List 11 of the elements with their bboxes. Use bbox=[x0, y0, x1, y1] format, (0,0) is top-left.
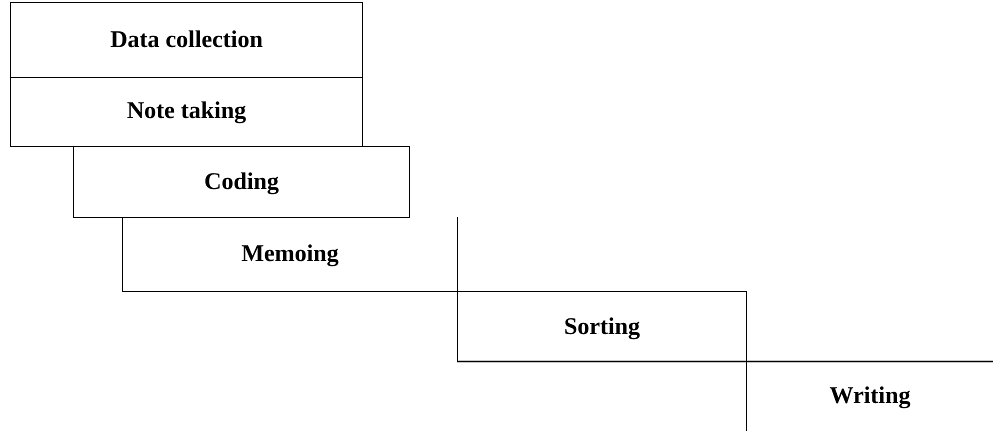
process-box bbox=[10, 76, 363, 147]
step-label: Sorting bbox=[564, 314, 640, 340]
step-label: Coding bbox=[204, 168, 279, 196]
process-box bbox=[457, 291, 747, 362]
step-label: Note taking bbox=[126, 98, 246, 124]
step-label: Memoing bbox=[241, 240, 339, 268]
step-label: Data collection bbox=[110, 26, 263, 54]
process-box bbox=[10, 2, 363, 78]
step-label: Writing bbox=[830, 382, 910, 410]
process-box bbox=[73, 146, 410, 218]
process-box bbox=[122, 217, 458, 292]
